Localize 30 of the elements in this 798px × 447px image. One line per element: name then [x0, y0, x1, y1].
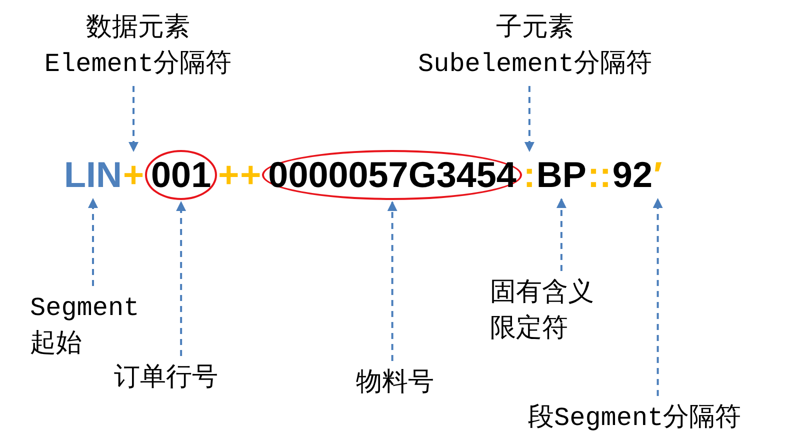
leader-arrow [556, 198, 566, 271]
data-value: 0000057G3454 [268, 153, 516, 197]
leader-arrow [88, 198, 98, 286]
annotation-label: 起始 [30, 328, 82, 361]
leader-arrow [524, 86, 534, 152]
annotation-label: 段Segment分隔符 [528, 402, 742, 435]
separator-symbol: + [218, 153, 240, 197]
segment-tag: LIN [64, 153, 122, 197]
separator-symbol: + [240, 153, 262, 197]
annotation-label: 数据元素 [86, 12, 190, 45]
leader-arrow [176, 201, 186, 356]
data-value: BP [536, 153, 586, 197]
leader-arrow [128, 86, 139, 152]
annotation-label: 订单行号 [114, 362, 218, 395]
leader-arrow [387, 201, 398, 361]
data-value: 92 [612, 153, 652, 197]
annotation-label: Subelement分隔符 [418, 48, 652, 81]
annotation-label: 物料号 [356, 367, 434, 400]
separator-symbol: ′ [653, 153, 662, 197]
separator-symbol: : [523, 153, 536, 197]
annotation-label: Segment [30, 292, 140, 325]
leader-arrow [652, 198, 663, 396]
annotation-label: 固有含义限定符 [490, 277, 595, 346]
annotation-label: Element分隔符 [44, 48, 232, 81]
separator-symbol: :: [587, 153, 612, 197]
highlight-ellipse [145, 150, 218, 200]
annotation-label: 子元素 [496, 12, 574, 45]
separator-symbol: + [123, 153, 144, 197]
data-value: 001 [151, 153, 212, 197]
highlight-ellipse [262, 150, 522, 200]
